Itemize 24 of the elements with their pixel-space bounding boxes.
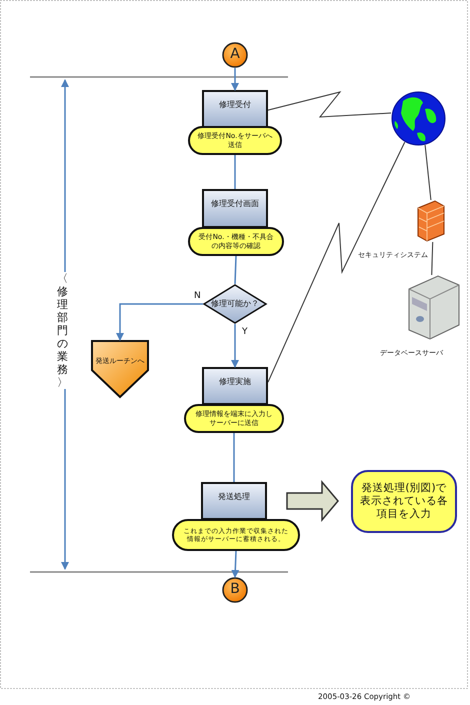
process-box: 修理受付 bbox=[202, 90, 268, 128]
network-line bbox=[268, 142, 406, 383]
note-box: 発送処理(別図)で表示されている各項目を入力 bbox=[351, 470, 457, 533]
dimension-label: 〈修理部門の業務〉 bbox=[56, 272, 69, 389]
connector-circle: B bbox=[222, 577, 248, 603]
network-line bbox=[268, 91, 392, 118]
process-box: 発送処理 bbox=[201, 482, 267, 520]
connector-line bbox=[234, 256, 237, 284]
decision-diamond: 修理可能か？ bbox=[203, 284, 267, 324]
network-line bbox=[431, 242, 434, 276]
arrow bbox=[231, 68, 239, 91]
globe-drawing bbox=[391, 91, 446, 146]
arrow bbox=[231, 324, 239, 368]
arrow bbox=[116, 303, 203, 341]
process-box: 修理実施 bbox=[202, 367, 268, 405]
edge-label: N bbox=[193, 291, 202, 301]
connector-circle: A bbox=[222, 42, 248, 68]
network-line bbox=[424, 144, 432, 200]
connector-line bbox=[233, 433, 235, 482]
arrow bbox=[231, 550, 240, 578]
edge-label: Y bbox=[241, 327, 248, 337]
block-arrow bbox=[286, 480, 339, 522]
process-box: 修理受付画面 bbox=[202, 189, 268, 228]
connector-line bbox=[234, 155, 236, 189]
